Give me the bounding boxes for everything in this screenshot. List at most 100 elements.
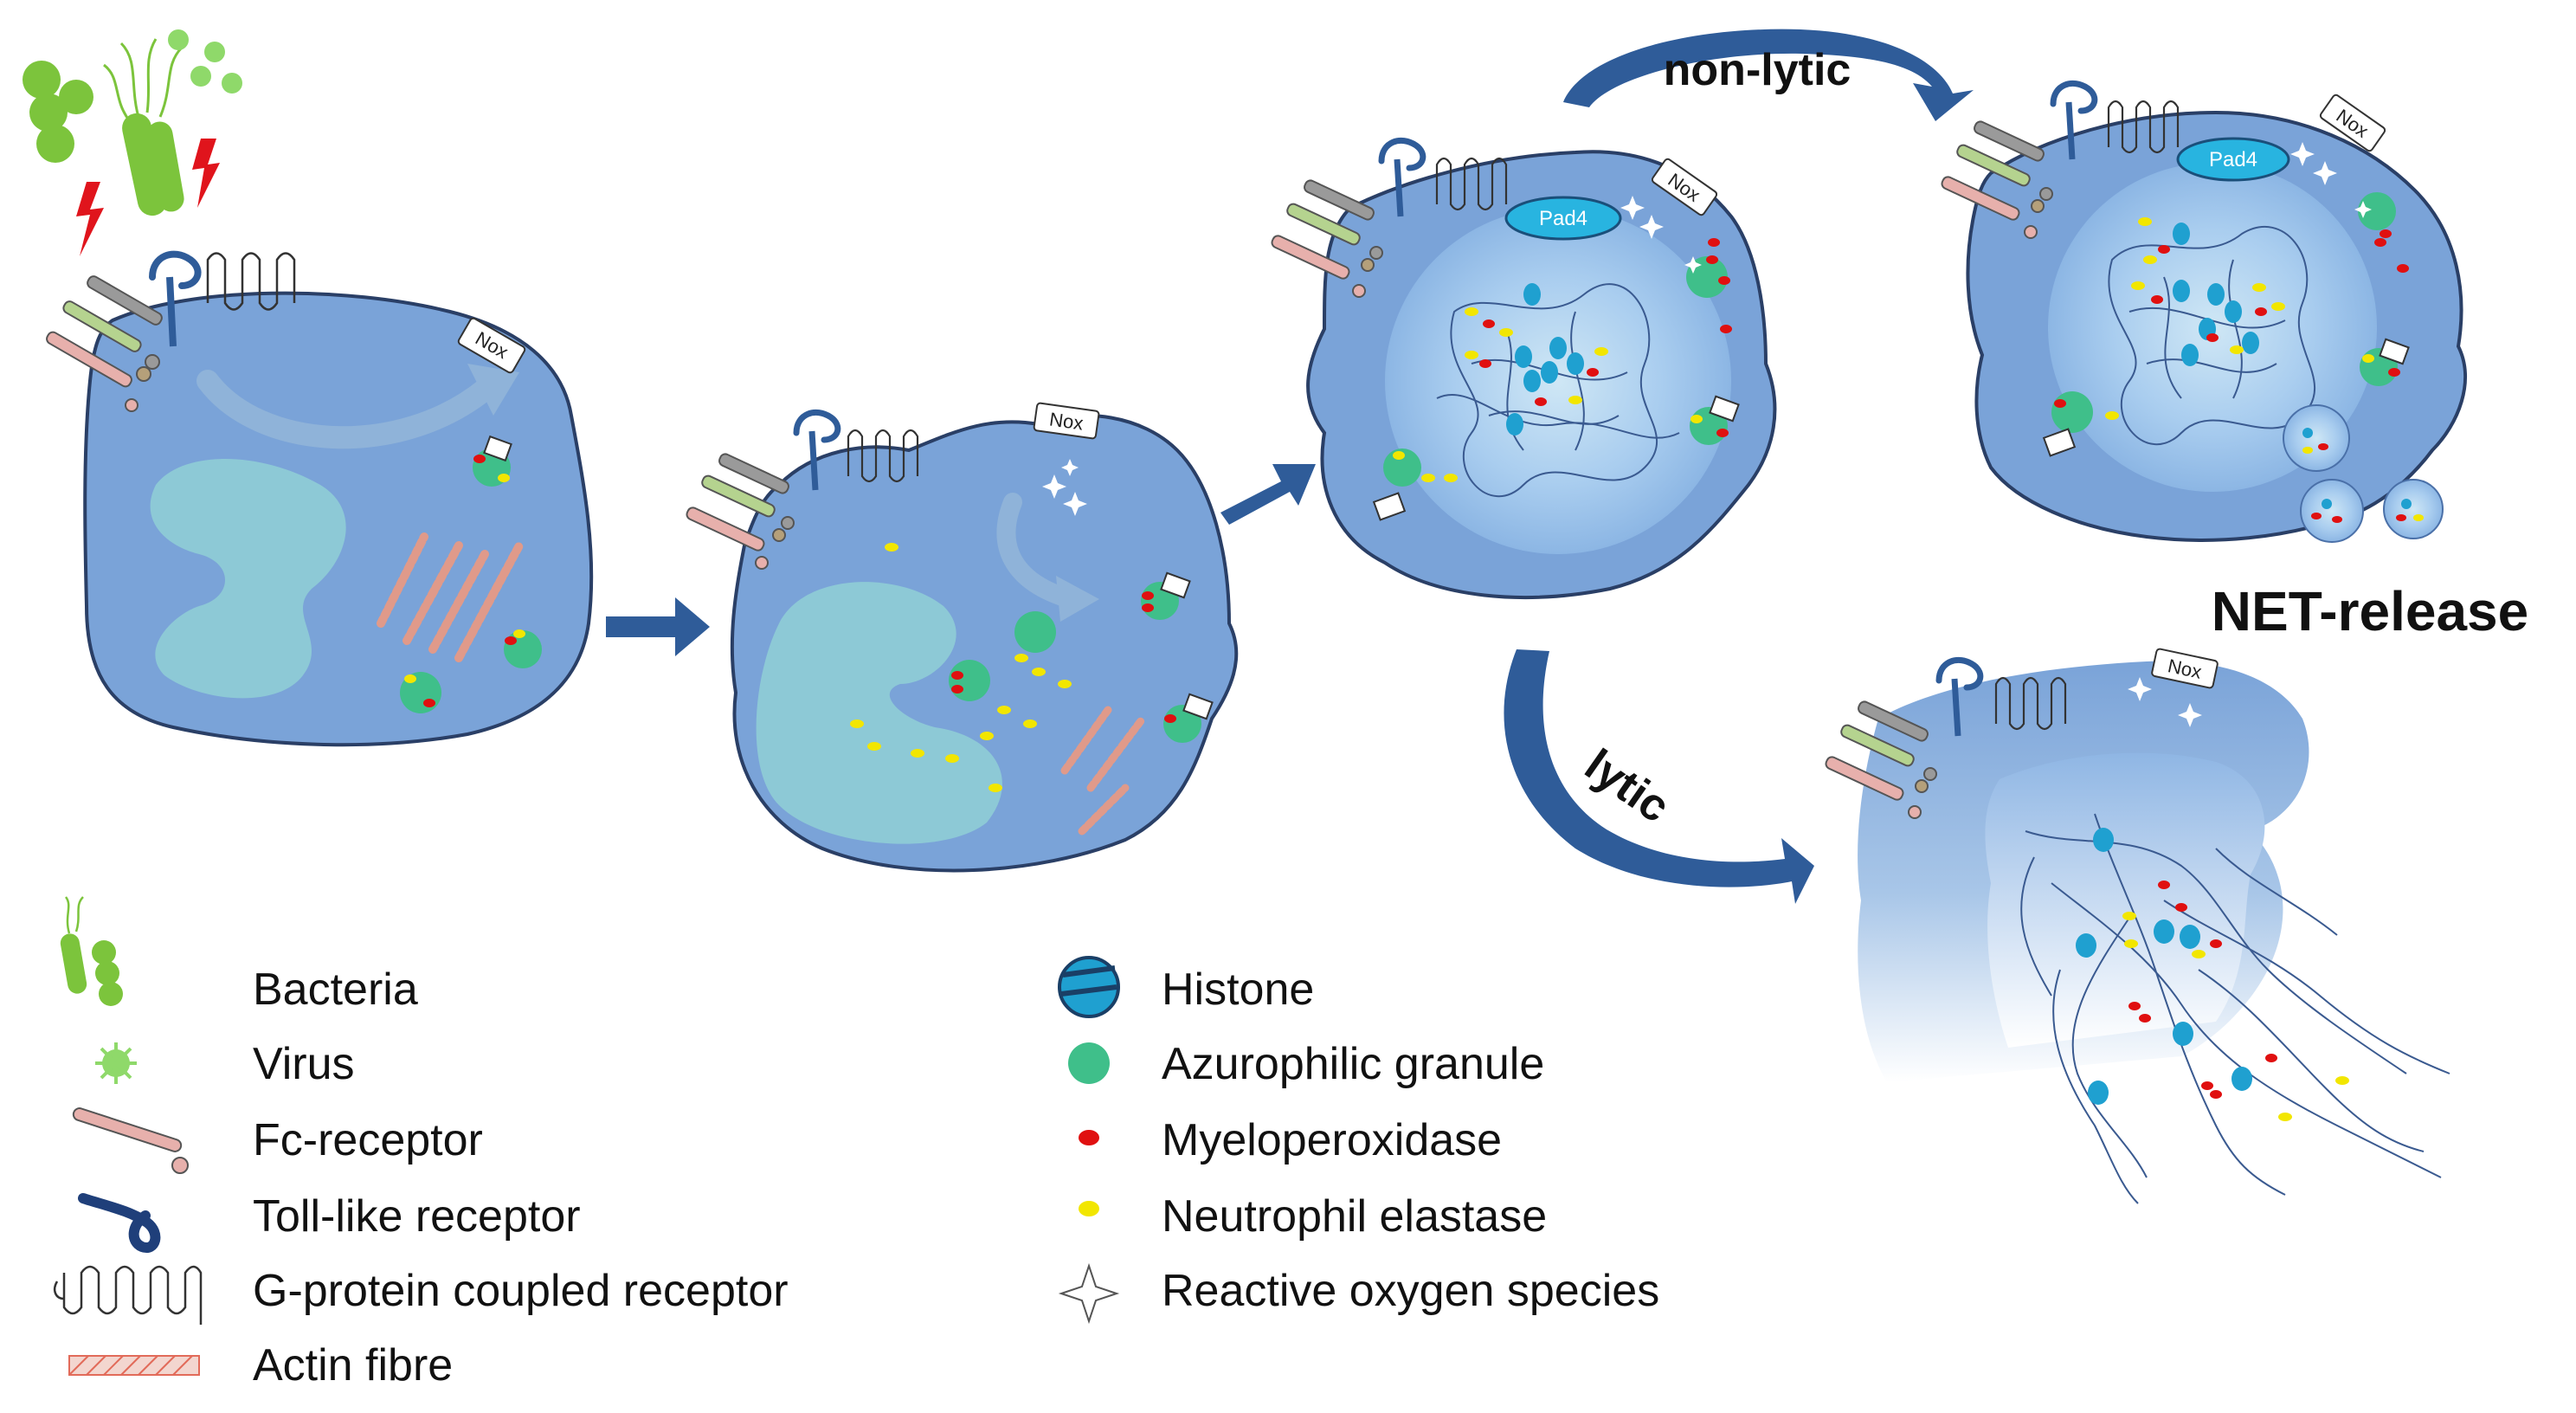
neutrophil-non-lytic: Pad4	[1941, 80, 2467, 543]
net-vesicle	[2283, 404, 2350, 472]
gpcr-icon	[1435, 157, 1508, 211]
azurophilic-granule	[949, 660, 990, 701]
neutrophil-lytic: Nox	[1825, 648, 2450, 1204]
legend-virus: Virus	[253, 1039, 355, 1089]
histone-group	[2076, 828, 2252, 1105]
legend-reactive-oxygen-species: Reactive oxygen species	[1162, 1266, 1659, 1316]
azurophilic-granule	[1690, 395, 1740, 445]
receptor-green-icon	[1840, 700, 1937, 793]
azurophilic-granule	[1014, 611, 1056, 653]
reactive-oxygen-species-icon	[1042, 459, 1087, 516]
net-release-label: NET-release	[2212, 580, 2528, 642]
bacteria-rod-icon	[103, 38, 184, 216]
toll-like-receptor-icon	[1935, 656, 1984, 737]
fc-receptor-icon	[46, 331, 138, 412]
fc-receptor-icon	[686, 506, 769, 570]
legend-neutrophil-elastase: Neutrophil elastase	[1162, 1191, 1547, 1242]
stage-arrow	[1220, 464, 1316, 525]
pad4-enzyme	[1504, 196, 1622, 241]
legend-ros-icon	[1058, 1262, 1120, 1325]
azurophilic-granule	[504, 629, 542, 668]
legend-elastase-icon	[1079, 1201, 1099, 1216]
neutrophil-resting: Nox	[46, 250, 594, 747]
actin-fibres	[1060, 706, 1147, 836]
histone-group	[2173, 223, 2259, 366]
mpo-dots	[2151, 238, 2409, 342]
net-vesicle	[2300, 479, 2364, 543]
actin-fibres	[377, 532, 524, 662]
nox-enzyme: Nox	[1033, 402, 1100, 440]
azurophilic-granule	[2360, 338, 2410, 386]
mpo-dots	[1479, 238, 1732, 406]
toll-like-receptor-icon	[2050, 80, 2098, 160]
azurophilic-granule	[1141, 571, 1191, 620]
legend-toll-like-receptor-icon	[78, 1193, 161, 1253]
azurophilic-granule	[1372, 448, 1421, 521]
elastase-dots	[850, 543, 1072, 792]
receptor-green-icon	[1956, 120, 2053, 213]
lytic-arrow	[1504, 649, 1814, 904]
elastase-dots	[2105, 217, 2285, 420]
gpcr-icon	[847, 429, 919, 483]
legend-granule-icon	[1068, 1042, 1110, 1084]
pad4-label: Pad4	[1539, 207, 1587, 230]
non-lytic-label: non-lytic	[1664, 45, 1852, 95]
azurophilic-granule	[400, 672, 441, 713]
legend-gpcr-icon	[54, 1265, 203, 1325]
neutrophil-activated: Nox	[686, 402, 1239, 873]
legend-bacteria: Bacteria	[253, 965, 418, 1015]
legend-histone-icon	[1058, 956, 1120, 1018]
legend-azurophilic-granule: Azurophilic granule	[1162, 1039, 1544, 1089]
nox-label: Nox	[1048, 408, 1085, 434]
legend-fc-receptor: Fc-receptor	[253, 1115, 483, 1165]
fc-receptor-icon	[1271, 235, 1366, 298]
neutrophil-chromatin-decondensation: Pad4	[1271, 137, 1777, 599]
decondensed-nucleus	[1385, 208, 1731, 554]
pathogens-group	[23, 29, 242, 256]
legend-toll-like-receptor: Toll-like receptor	[253, 1191, 581, 1242]
gpcr-icon	[1994, 676, 2067, 731]
virus-cluster-icon	[168, 29, 242, 94]
fc-receptor-icon	[1941, 176, 2038, 239]
elastase-dots	[2122, 912, 2349, 1121]
fc-receptor-icon	[1825, 756, 1922, 819]
toll-like-receptor-icon	[149, 250, 202, 347]
gpcr-icon	[2107, 100, 2180, 154]
toll-like-receptor-icon	[793, 409, 841, 491]
nucleus	[150, 459, 346, 699]
lightning-bolt-icon	[76, 182, 104, 256]
burst-membrane-interior	[1985, 752, 2265, 1048]
legend-actin-fibre-icon	[68, 1355, 200, 1376]
signal-arrowhead	[467, 364, 519, 416]
nucleus	[756, 582, 1002, 844]
non-lytic-arrow	[1563, 29, 1974, 121]
lightning-bolt-icon	[192, 139, 220, 208]
legend-actin-fibre: Actin fibre	[253, 1340, 453, 1390]
receptor-green-icon	[701, 453, 795, 542]
legend-mpo-icon	[1079, 1130, 1099, 1145]
histone-group	[1506, 283, 1584, 436]
azurophilic-granule	[473, 435, 512, 487]
gpcr-icon	[206, 252, 296, 311]
net-vesicle	[2383, 479, 2444, 539]
legend-gpcr: G-protein coupled receptor	[253, 1266, 789, 1316]
released-dna-strands	[2020, 813, 2450, 1204]
legend-bacteria-icon	[60, 896, 123, 1006]
legend-fc-receptor-icon	[72, 1107, 189, 1174]
bacteria-chain-icon	[23, 61, 93, 163]
azurophilic-granule	[1163, 693, 1214, 743]
receptor-green-icon	[1286, 179, 1383, 272]
reactive-oxygen-species-icon	[1620, 196, 1702, 274]
azurophilic-granule	[2358, 192, 2396, 238]
pad4-enzyme	[2176, 137, 2290, 182]
mpo-dots	[2128, 881, 2277, 1099]
elastase-dots	[1421, 307, 1608, 482]
legend-virus-icon	[95, 1042, 137, 1084]
toll-like-receptor-icon	[1378, 137, 1426, 217]
pad4-label: Pad4	[2209, 148, 2257, 171]
signal-arrow	[996, 493, 1074, 607]
reactive-oxygen-species-icon	[2128, 677, 2202, 727]
signal-arrowhead	[1056, 576, 1099, 622]
reactive-oxygen-species-icon	[2290, 142, 2372, 218]
